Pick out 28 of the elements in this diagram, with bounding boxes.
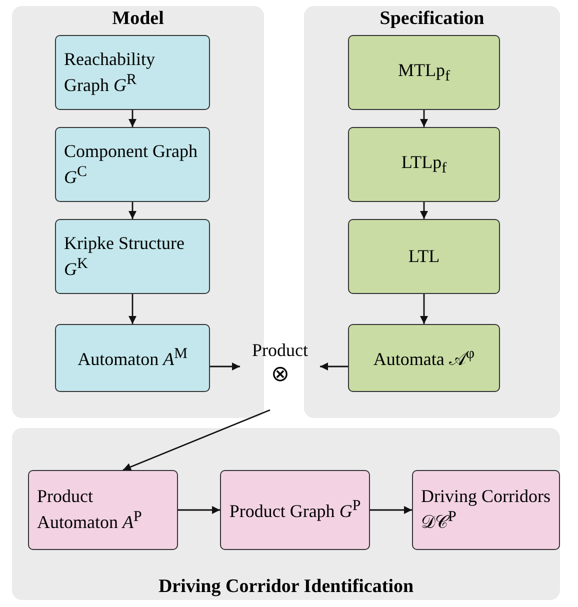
group-panel <box>12 428 560 600</box>
arrow <box>178 506 220 514</box>
arrow <box>320 362 348 370</box>
process-box: Automata 𝒜$^{φ}$ <box>348 324 500 392</box>
process-box: Driving Corridors 𝒟𝒞$^{P}$ <box>412 470 560 550</box>
process-box: Kripke Structure G$^{K}$ <box>55 219 210 294</box>
process-box: Reachability Graph G$^{R}$ <box>55 35 210 110</box>
panel-heading: Specification <box>378 8 486 30</box>
arrow <box>420 202 428 219</box>
process-box: Product Graph G$^{P}$ <box>220 470 370 550</box>
process-box: Automaton A$^{M}$ <box>55 324 210 392</box>
arrow <box>122 409 270 471</box>
process-box: Product Automaton A$^{P}$ <box>28 470 178 550</box>
process-box: LTLp$_{f}$ <box>348 127 500 202</box>
arrow <box>210 362 240 370</box>
panel-heading: Driving Corridor Identification <box>157 576 415 598</box>
arrow <box>370 506 412 514</box>
arrow <box>128 202 136 219</box>
arrow <box>420 294 428 324</box>
arrow <box>128 294 136 324</box>
arrow <box>128 110 136 127</box>
process-box: MTLp$_{f}$ <box>348 35 500 110</box>
process-box: LTL <box>348 219 500 294</box>
operator-symbol: ⊗ <box>270 361 290 387</box>
arrow <box>420 110 428 127</box>
node-label: Product <box>251 340 309 361</box>
panel-heading: Model <box>111 8 165 30</box>
process-box: Component Graph G$^{C}$ <box>55 127 210 202</box>
